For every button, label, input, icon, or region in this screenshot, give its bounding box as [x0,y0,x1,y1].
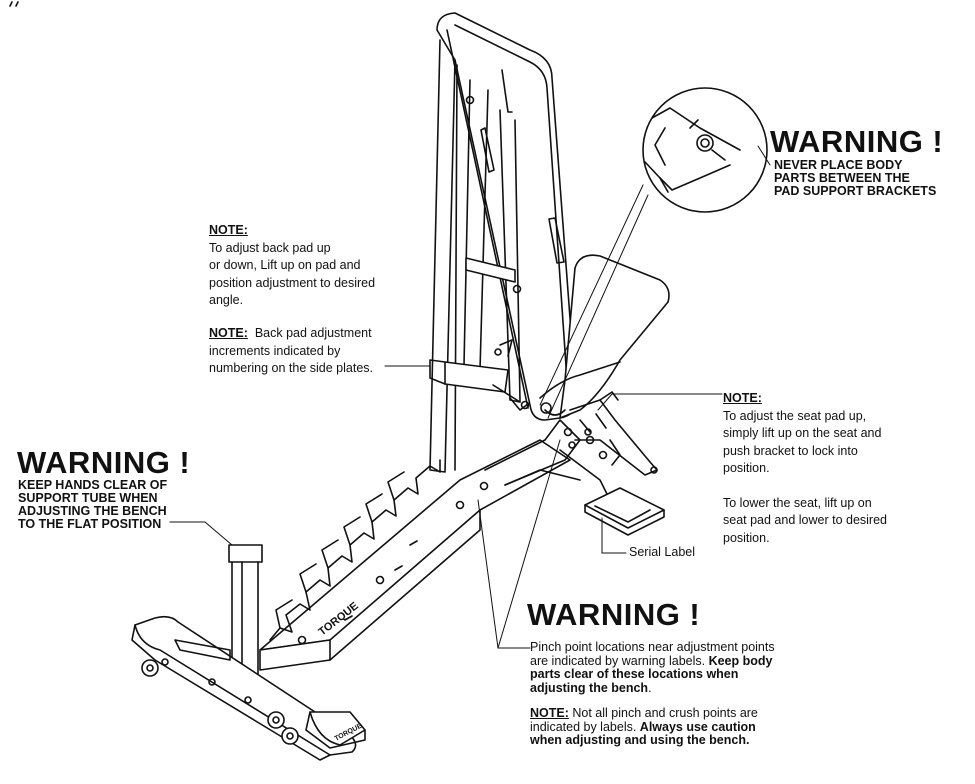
main-rail [259,439,571,671]
note-line: Not all pinch and crush points are [568,706,758,720]
note-line: Back pad adjustment [247,326,372,340]
note-seat: NOTE: To adjust the seat pad up, simply … [723,390,887,547]
warning-line: NEVER PLACE BODY [774,158,903,172]
note-line: numbering on the side plates. [209,361,373,375]
warning-line: . [648,680,652,695]
warning-body-bottom: Pinch point locations near adjustment po… [530,640,775,748]
warning-line: KEEP HANDS CLEAR OF [18,478,168,492]
warning-body-top-right: NEVER PLACE BODY PARTS BETWEEN THE PAD S… [774,159,936,198]
warning-title-left: WARNING ! [17,445,191,480]
note-back-pad: NOTE: To adjust back pad up or down, Lif… [209,222,375,310]
serial-label: Serial Label [629,545,696,559]
note-line: angle. [209,293,244,307]
seat-pad [539,254,670,419]
corner-mark [9,1,19,7]
warning-line: ADJUSTING THE BENCH [18,504,167,518]
back-pad-frame [429,39,529,473]
rear-stabilizer [131,615,366,761]
detail-callout [642,87,768,213]
note-heading: NOTE: [723,391,762,405]
note-line: To lower the seat, lift up on [723,495,872,510]
warning-line-bold: parts clear of these locations when [530,667,739,681]
warning-line-bold: adjusting the bench [530,680,649,695]
warning-body-left: KEEP HANDS CLEAR OF SUPPORT TUBE WHEN AD… [18,479,167,531]
warning-title-top-right: WARNING ! [770,124,944,159]
note-heading: NOTE: [530,706,569,720]
note-line: To adjust back pad up [209,240,331,255]
note-line: indicated by labels. [530,719,640,734]
support-tube [228,544,263,691]
note-heading: NOTE: [209,223,248,237]
note-line: seat pad and lower to desired [723,513,887,527]
warning-line: are indicated by warning labels. [530,653,709,668]
note-line: To adjust the seat pad up, [723,408,867,423]
warning-line: PARTS BETWEEN THE [774,171,910,185]
note-line: position. [723,530,770,545]
note-line-bold: Always use caution [639,719,756,734]
note-line: or down, Lift up on pad and [209,258,361,272]
note-line-bold: when adjusting and using the bench. [530,733,750,747]
warning-line: SUPPORT TUBE WHEN [18,491,158,505]
warning-line: TO THE FLAT POSITION [18,517,162,531]
warning-line: Pinch point locations near adjustment po… [530,640,775,654]
warning-title-bottom: WARNING ! [527,597,701,632]
warning-line-bold: Keep body [708,653,773,668]
note-line: position. [723,461,770,475]
back-pad [436,12,577,421]
note-line: push bracket to lock into [723,443,858,458]
seat-bracket [568,391,658,476]
note-line: increments indicated by [209,343,341,358]
leader-lines [169,145,771,649]
note-heading: NOTE: [209,326,248,340]
note-line: simply lift up on the seat and [723,426,882,440]
front-foot [559,449,665,536]
note-line: position adjustment to desired [209,275,376,290]
note-increments: NOTE: Back pad adjustment increments ind… [209,325,373,378]
linkage [484,400,592,486]
warning-line: PAD SUPPORT BRACKETS [774,184,937,198]
